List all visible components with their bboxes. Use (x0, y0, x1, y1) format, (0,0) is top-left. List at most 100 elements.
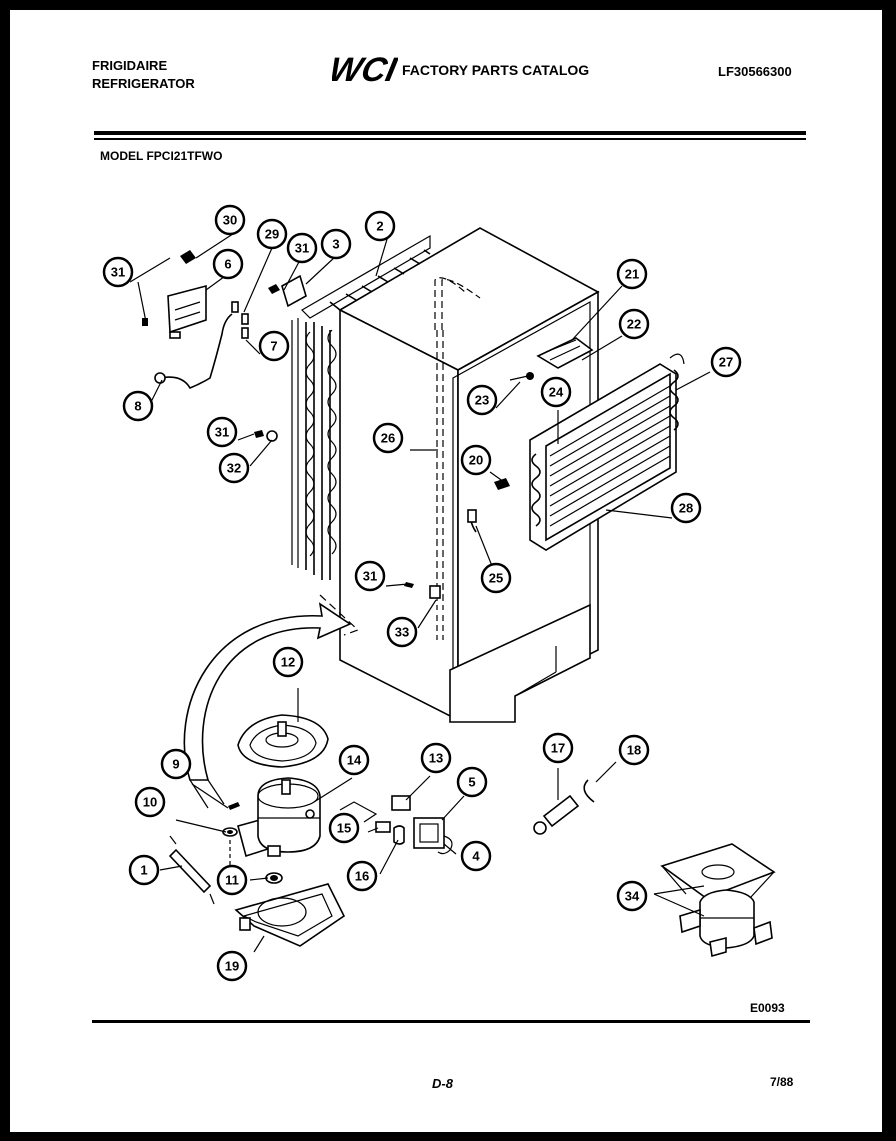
svg-text:23: 23 (475, 393, 489, 408)
callout-7: 7 (258, 330, 290, 362)
svg-text:24: 24 (549, 385, 564, 400)
svg-text:WCI: WCI (332, 51, 398, 88)
callout-31-b: 31 (286, 232, 318, 264)
svg-text:27: 27 (719, 355, 733, 370)
callout-21: 21 (616, 258, 648, 290)
svg-text:28: 28 (679, 501, 693, 516)
svg-text:12: 12 (281, 655, 295, 670)
svg-text:20: 20 (469, 453, 483, 468)
mounting-hardware (222, 802, 283, 884)
svg-text:11: 11 (225, 873, 239, 888)
svg-text:32: 32 (227, 461, 241, 476)
callout-4: 4 (460, 840, 492, 872)
callout-5: 5 (456, 766, 488, 798)
callout-16: 16 (346, 860, 378, 892)
callout-15: 15 (328, 812, 360, 844)
header-rule (94, 131, 806, 135)
svg-text:31: 31 (215, 425, 229, 440)
callout-markers: 1 2 3 4 5 6 7 8 9 10 11 12 13 14 15 16 1… (102, 204, 742, 982)
drain-pan (237, 714, 329, 768)
condenser-coil (291, 234, 431, 580)
wiring-harness (137, 250, 249, 390)
relay-bracket (167, 284, 207, 334)
callout-22: 22 (618, 308, 650, 340)
catalog-title: FACTORY PARTS CATALOG (402, 62, 590, 78)
parts-diagram-sheet: FRIGIDAIRE REFRIGERATOR WCI FACTORY PART… (10, 10, 882, 1132)
callout-14: 14 (338, 744, 370, 776)
temperature-control (404, 337, 594, 599)
callout-3: 3 (320, 228, 352, 260)
svg-text:16: 16 (355, 869, 369, 884)
svg-text:6: 6 (224, 257, 231, 272)
svg-text:5: 5 (468, 775, 475, 790)
svg-text:13: 13 (429, 751, 443, 766)
svg-text:33: 33 (395, 625, 409, 640)
svg-text:17: 17 (551, 741, 565, 756)
callout-2: 2 (364, 210, 396, 242)
svg-text:9: 9 (172, 757, 179, 772)
callout-24: 24 (540, 376, 572, 408)
svg-text:18: 18 (627, 743, 641, 758)
relay-overload (339, 795, 453, 855)
svg-text:26: 26 (381, 431, 395, 446)
callout-17: 17 (542, 732, 574, 764)
damper-bracket (268, 274, 307, 308)
svg-text:34: 34 (625, 889, 640, 904)
brand-name: FRIGIDAIRE (92, 58, 168, 73)
svg-text:1: 1 (140, 863, 147, 878)
callout-28: 28 (670, 492, 702, 524)
svg-text:25: 25 (489, 571, 503, 586)
callout-6: 6 (212, 248, 244, 280)
callout-23: 23 (466, 384, 498, 416)
svg-text:21: 21 (625, 267, 639, 282)
callout-25: 25 (480, 562, 512, 594)
svg-text:22: 22 (627, 317, 641, 332)
callout-12: 12 (272, 646, 304, 678)
revision-date: 7/88 (770, 1075, 794, 1089)
defrost-heater-parts (533, 779, 595, 835)
callout-34: 34 (616, 880, 648, 912)
callout-29: 29 (256, 218, 288, 250)
callout-8: 8 (122, 390, 154, 422)
evaporator (529, 353, 685, 551)
catalog-number: LF30566300 (718, 64, 792, 79)
leader-lines (129, 227, 711, 953)
svg-text:29: 29 (265, 227, 279, 242)
exploded-view-diagram: 1 2 3 4 5 6 7 8 9 10 11 12 13 14 15 16 1… (102, 204, 776, 982)
callout-18: 18 (618, 734, 650, 766)
callout-31-d: 31 (354, 560, 386, 592)
callout-19: 19 (216, 950, 248, 982)
svg-text:30: 30 (223, 213, 237, 228)
callout-11: 11 (216, 864, 248, 896)
svg-text:31: 31 (295, 241, 309, 256)
product-type: REFRIGERATOR (92, 76, 195, 91)
svg-text:4: 4 (472, 849, 480, 864)
callout-31-a: 31 (102, 256, 134, 288)
svg-text:31: 31 (111, 265, 125, 280)
svg-text:2: 2 (376, 219, 383, 234)
callout-32: 32 (218, 452, 250, 484)
filter-drier (168, 835, 215, 905)
svg-text:7: 7 (270, 339, 277, 354)
svg-text:19: 19 (225, 959, 239, 974)
wci-logo: WCI (332, 51, 398, 88)
callout-30: 30 (214, 204, 246, 236)
svg-text:31: 31 (363, 569, 377, 584)
footer-rule (92, 1020, 810, 1023)
svg-text:8: 8 (134, 399, 141, 414)
callout-10: 10 (134, 786, 166, 818)
callout-31-c: 31 (206, 416, 238, 448)
compressor (237, 777, 321, 858)
callout-20: 20 (460, 444, 492, 476)
svg-text:3: 3 (332, 237, 339, 252)
callout-1: 1 (128, 854, 160, 886)
condenser-fan (234, 883, 346, 947)
screw-and-clip (254, 430, 278, 442)
svg-text:15: 15 (337, 821, 351, 836)
callout-33: 33 (386, 616, 418, 648)
header-rule-thin (94, 138, 806, 140)
callout-26: 26 (372, 422, 404, 454)
svg-text:14: 14 (347, 753, 362, 768)
evaporator-fan-assembly (660, 843, 776, 958)
assembly-arrow (183, 602, 352, 809)
